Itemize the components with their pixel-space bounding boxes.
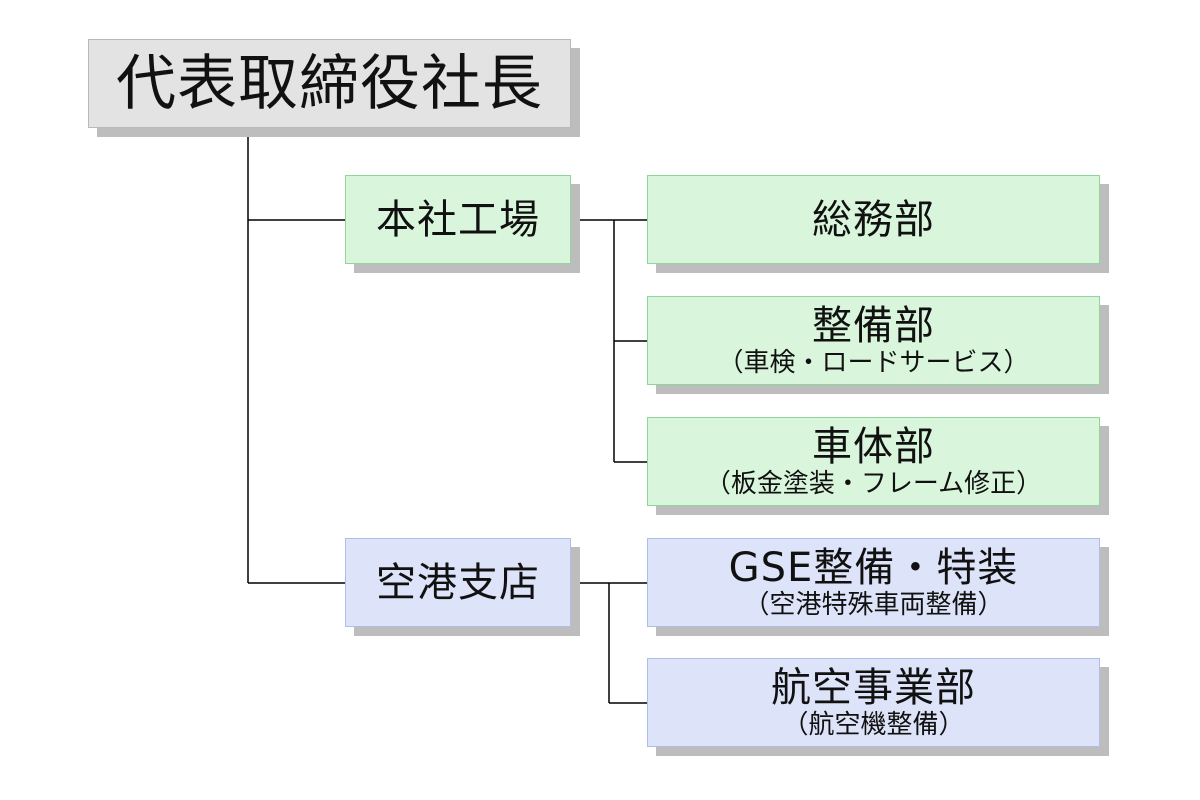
branch-label-airport: 空港支店 (376, 559, 540, 606)
dept-name-general-affairs: 総務部 (812, 196, 935, 243)
dept-sub-aviation: （航空機整備） (782, 709, 965, 740)
dept-box-body: 車体部 （板金塗装・フレーム修正） (647, 417, 1100, 506)
dept-box-gse: GSE整備・特装 （空港特殊車両整備） (647, 538, 1100, 627)
ceo-label: 代表取締役社長 (116, 48, 543, 119)
dept-box-maintenance: 整備部 （車検・ロードサービス） (647, 296, 1100, 385)
ceo-box: 代表取締役社長 (88, 39, 571, 128)
branch-box-headquarters: 本社工場 (345, 175, 571, 264)
dept-box-aviation: 航空事業部 （航空機整備） (647, 658, 1100, 747)
dept-sub-gse: （空港特殊車両整備） (743, 589, 1004, 620)
dept-name-body: 車体部 (812, 423, 935, 470)
dept-sub-body: （板金塗装・フレーム修正） (704, 468, 1043, 499)
dept-sub-maintenance: （車検・ロードサービス） (717, 347, 1030, 378)
branch-label-headquarters: 本社工場 (376, 196, 540, 243)
branch-box-airport: 空港支店 (345, 538, 571, 627)
dept-name-aviation: 航空事業部 (771, 664, 976, 711)
dept-name-gse: GSE整備・特装 (728, 544, 1019, 591)
dept-name-maintenance: 整備部 (812, 302, 935, 349)
dept-box-general-affairs: 総務部 (647, 175, 1100, 264)
